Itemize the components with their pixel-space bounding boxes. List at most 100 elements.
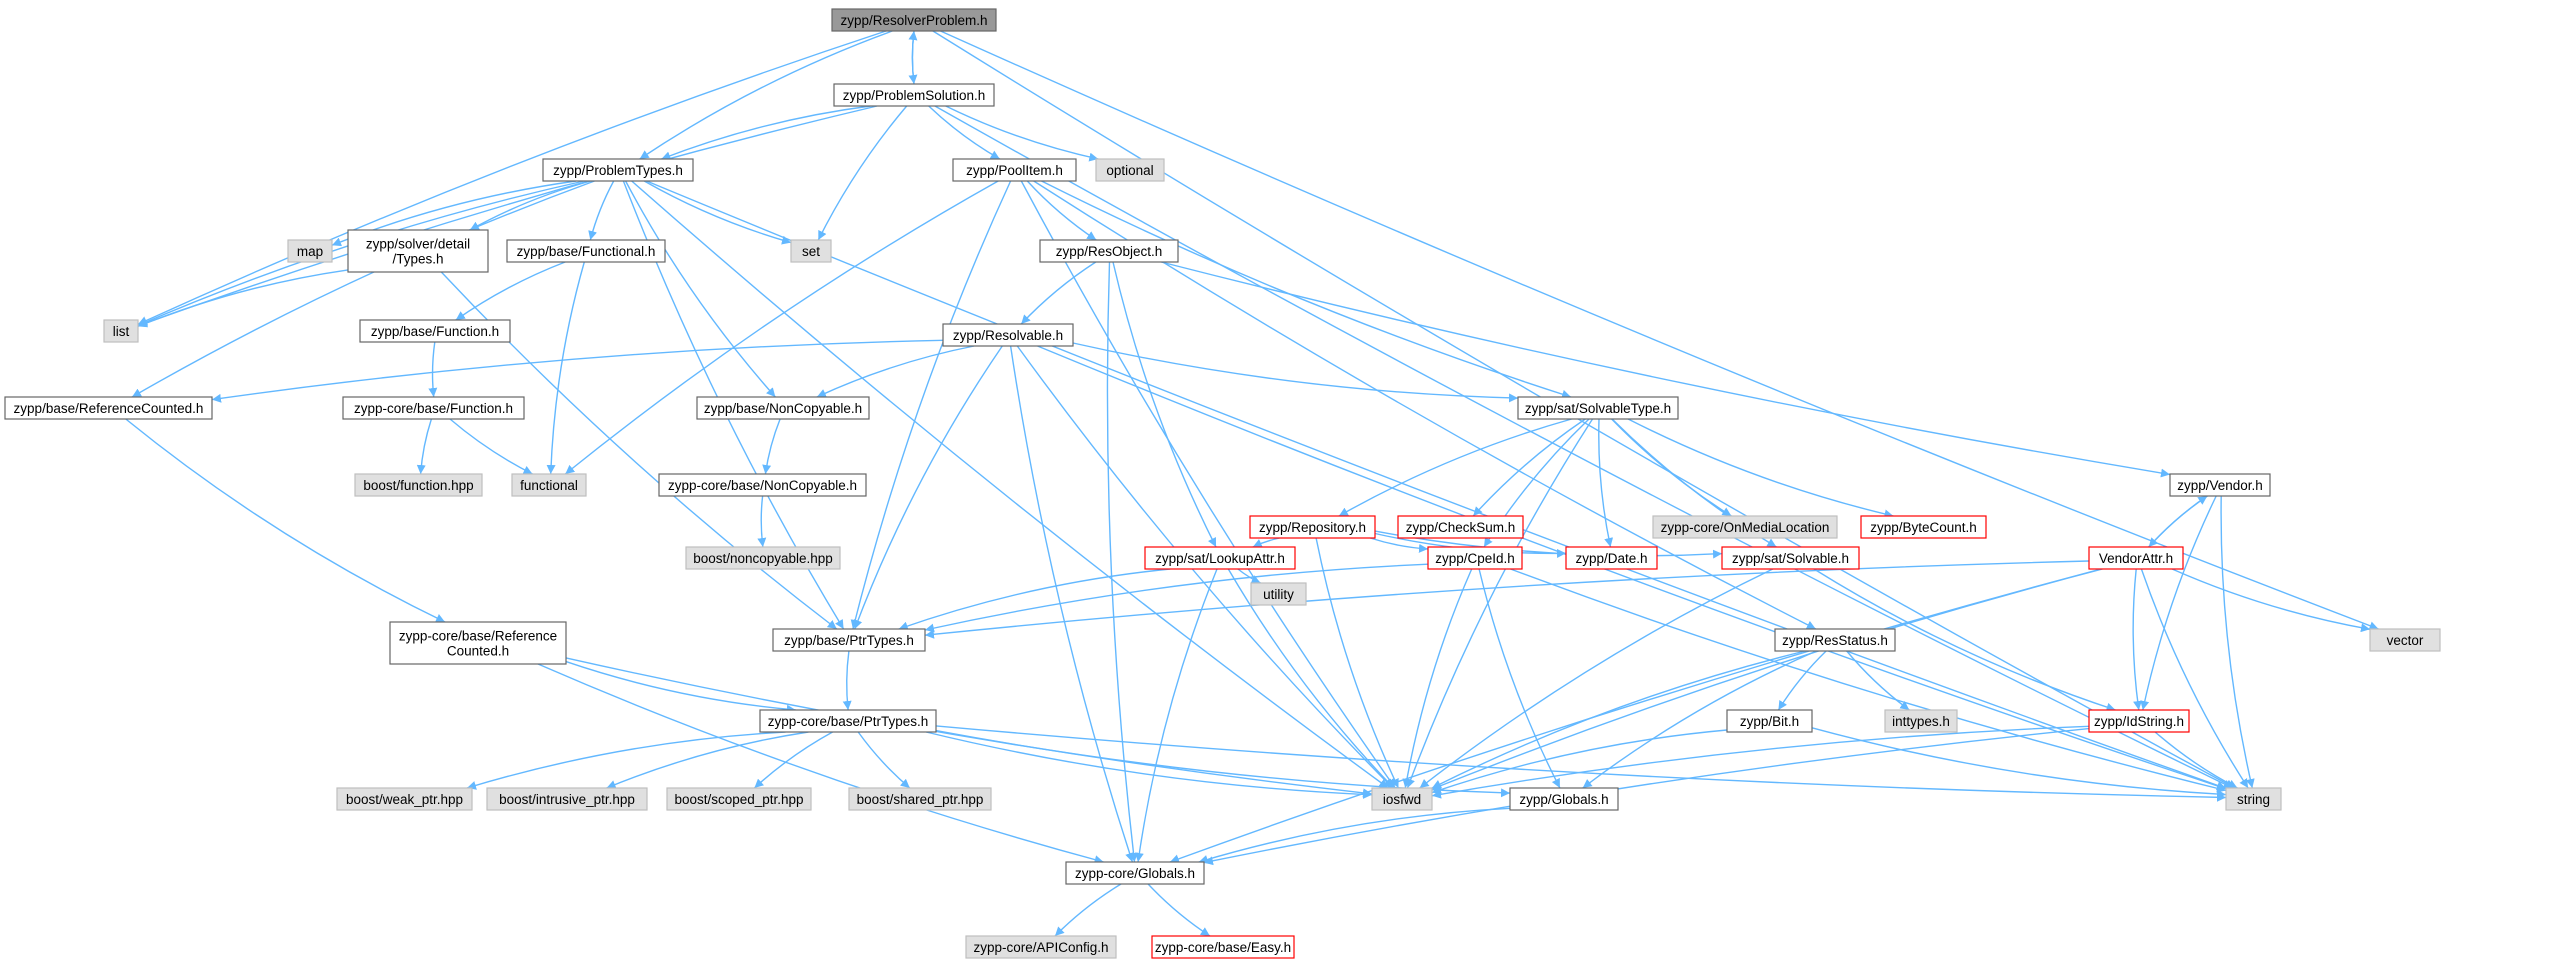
edge-problemtypes-to-string [646, 180, 2227, 790]
edge-solvabletype-to-repository [1338, 418, 1572, 517]
node-problemtypes[interactable]: zypp/ProblemTypes.h [542, 158, 694, 182]
edge-repository-to-cpeid [1369, 537, 1429, 553]
node-vendorattr[interactable]: VendorAttr.h [2088, 546, 2184, 570]
node-label: map [297, 244, 323, 259]
node-globals[interactable]: zypp/Globals.h [1509, 787, 1619, 811]
node-label: Counted.h [447, 643, 509, 658]
node-label: set [802, 244, 820, 259]
edge-resobject-to-resolvable [1020, 261, 1097, 325]
node-box [1774, 628, 1896, 652]
node-bit[interactable]: zypp/Bit.h [1726, 709, 1813, 733]
edge-corenoncopyable-to-boostnoncopyable [757, 495, 767, 548]
node-problemsolution[interactable]: zypp/ProblemSolution.h [833, 83, 995, 107]
node-label: zypp/sat/Solvable.h [1732, 551, 1849, 566]
edge-problemtypes-to-functional_h [588, 180, 615, 241]
edge-cpeid-to-string [1510, 568, 2227, 793]
node-optional[interactable]: optional [1095, 158, 1165, 182]
node-label: zypp/Bit.h [1740, 714, 1799, 729]
node-string[interactable]: string [2225, 787, 2282, 811]
node-apiconfig[interactable]: zypp-core/APIConfig.h [965, 935, 1117, 959]
edge-refcounted-to-corerefcounted [125, 418, 446, 623]
node-box [833, 83, 995, 107]
node-weakptr[interactable]: boost/weak_ptr.hpp [336, 787, 473, 811]
edge-resolvable-to-ptrtypes [853, 345, 1003, 630]
edge-lookupattr-to-utility [1237, 568, 1261, 584]
edge-vendorattr-to-vendor [2148, 495, 2208, 548]
node-box [486, 787, 648, 811]
node-ptrtypes[interactable]: zypp/base/PtrTypes.h [772, 628, 926, 652]
edge-problemsolution-to-list [137, 105, 878, 328]
edge-resstatus-to-iosfwd [1431, 650, 1806, 789]
edge-noncopyable-to-corenoncopyable [762, 418, 781, 475]
node-function_h[interactable]: zypp/base/Function.h [359, 319, 511, 343]
node-idstring[interactable]: zypp/IdString.h [2088, 709, 2190, 733]
node-inttypes[interactable]: inttypes.h [1884, 709, 1958, 733]
node-box [685, 546, 841, 570]
node-label: zypp-core/base/PtrTypes.h [768, 714, 929, 729]
node-iosfwd[interactable]: iosfwd [1371, 787, 1433, 811]
edge-vendorattr-to-iosfwd [1431, 568, 2103, 790]
node-label: vector [2387, 633, 2424, 648]
node-cpeid[interactable]: zypp/CpeId.h [1427, 546, 1523, 570]
node-checksum[interactable]: zypp/CheckSum.h [1397, 515, 1524, 539]
edge-coreglobals-to-easy [1147, 883, 1211, 937]
node-lookupattr[interactable]: zypp/sat/LookupAttr.h [1144, 546, 1296, 570]
node-solvabletype[interactable]: zypp/sat/SolvableType.h [1517, 396, 1679, 420]
node-scopedptr[interactable]: boost/scoped_ptr.hpp [666, 787, 812, 811]
node-intrusiveptr[interactable]: boost/intrusive_ptr.hpp [486, 787, 648, 811]
edge-solvabletype-to-checksum [1472, 418, 1586, 517]
node-label: zypp/PoolItem.h [966, 163, 1063, 178]
node-resstatus[interactable]: zypp/ResStatus.h [1774, 628, 1896, 652]
node-date[interactable]: zypp/Date.h [1565, 546, 1658, 570]
node-repository[interactable]: zypp/Repository.h [1249, 515, 1376, 539]
node-coreglobals[interactable]: zypp-core/Globals.h [1065, 861, 1205, 885]
node-noncopyable[interactable]: zypp/base/NonCopyable.h [696, 396, 870, 420]
node-poolitem[interactable]: zypp/PoolItem.h [952, 158, 1077, 182]
node-sharedptr[interactable]: boost/shared_ptr.hpp [848, 787, 992, 811]
node-box [1565, 546, 1658, 570]
edge-problemtypes-to-set [643, 180, 792, 245]
node-functional[interactable]: functional [511, 473, 587, 497]
node-box [1144, 546, 1296, 570]
node-easy[interactable]: zypp-core/base/Easy.h [1151, 935, 1295, 959]
node-label: zypp/Globals.h [1519, 792, 1608, 807]
node-map[interactable]: map [287, 239, 333, 263]
node-box [359, 319, 511, 343]
node-box [354, 473, 483, 497]
node-coreptrtypes[interactable]: zypp-core/base/PtrTypes.h [759, 709, 937, 733]
node-set[interactable]: set [790, 239, 832, 263]
edge-problemsolution-to-set [817, 105, 908, 241]
node-boostfunction[interactable]: boost/function.hpp [354, 473, 483, 497]
node-resolverproblem[interactable]: zypp/ResolverProblem.h [831, 8, 997, 32]
edge-vendor-to-string [2220, 495, 2255, 789]
node-vendor[interactable]: zypp/Vendor.h [2169, 473, 2271, 497]
node-resolvable[interactable]: zypp/Resolvable.h [942, 323, 1074, 347]
edge-resolverproblem-to-problemtypes [639, 30, 893, 160]
edge-resolvable-to-iosfwd [1016, 345, 1394, 789]
node-functional_h[interactable]: zypp/base/Functional.h [506, 239, 666, 263]
edge-repository-to-lookupattr [1252, 537, 1280, 548]
node-solvertypes[interactable]: zypp/solver/detail/Types.h [347, 229, 489, 273]
node-onmedialocation[interactable]: zypp-core/OnMediaLocation [1652, 515, 1838, 539]
node-corerefcounted[interactable]: zypp-core/base/ReferenceCounted.h [389, 621, 567, 665]
node-refcounted[interactable]: zypp/base/ReferenceCounted.h [4, 396, 213, 420]
node-solvable[interactable]: zypp/sat/Solvable.h [1721, 546, 1860, 570]
edge-idstring-to-string [2154, 731, 2238, 789]
edge-bit-to-iosfwd [1431, 729, 1728, 794]
node-corefunction[interactable]: zypp-core/base/Function.h [342, 396, 525, 420]
edge-coreglobals-to-apiconfig [1054, 883, 1122, 937]
node-label: zypp/base/ReferenceCounted.h [14, 401, 204, 416]
node-label: boost/scoped_ptr.hpp [674, 792, 803, 807]
node-boostnoncopyable[interactable]: boost/noncopyable.hpp [685, 546, 841, 570]
node-box [1860, 515, 1987, 539]
node-bytecount[interactable]: zypp/ByteCount.h [1860, 515, 1987, 539]
node-box [759, 709, 937, 733]
node-utility[interactable]: utility [1250, 582, 1307, 606]
node-resobject[interactable]: zypp/ResObject.h [1039, 239, 1179, 263]
edge-repository-to-solvable [1374, 530, 1723, 559]
node-list[interactable]: list [103, 319, 139, 343]
node-vector[interactable]: vector [2369, 628, 2441, 652]
node-corenoncopyable[interactable]: zypp-core/base/NonCopyable.h [658, 473, 867, 497]
node-box [1427, 546, 1523, 570]
